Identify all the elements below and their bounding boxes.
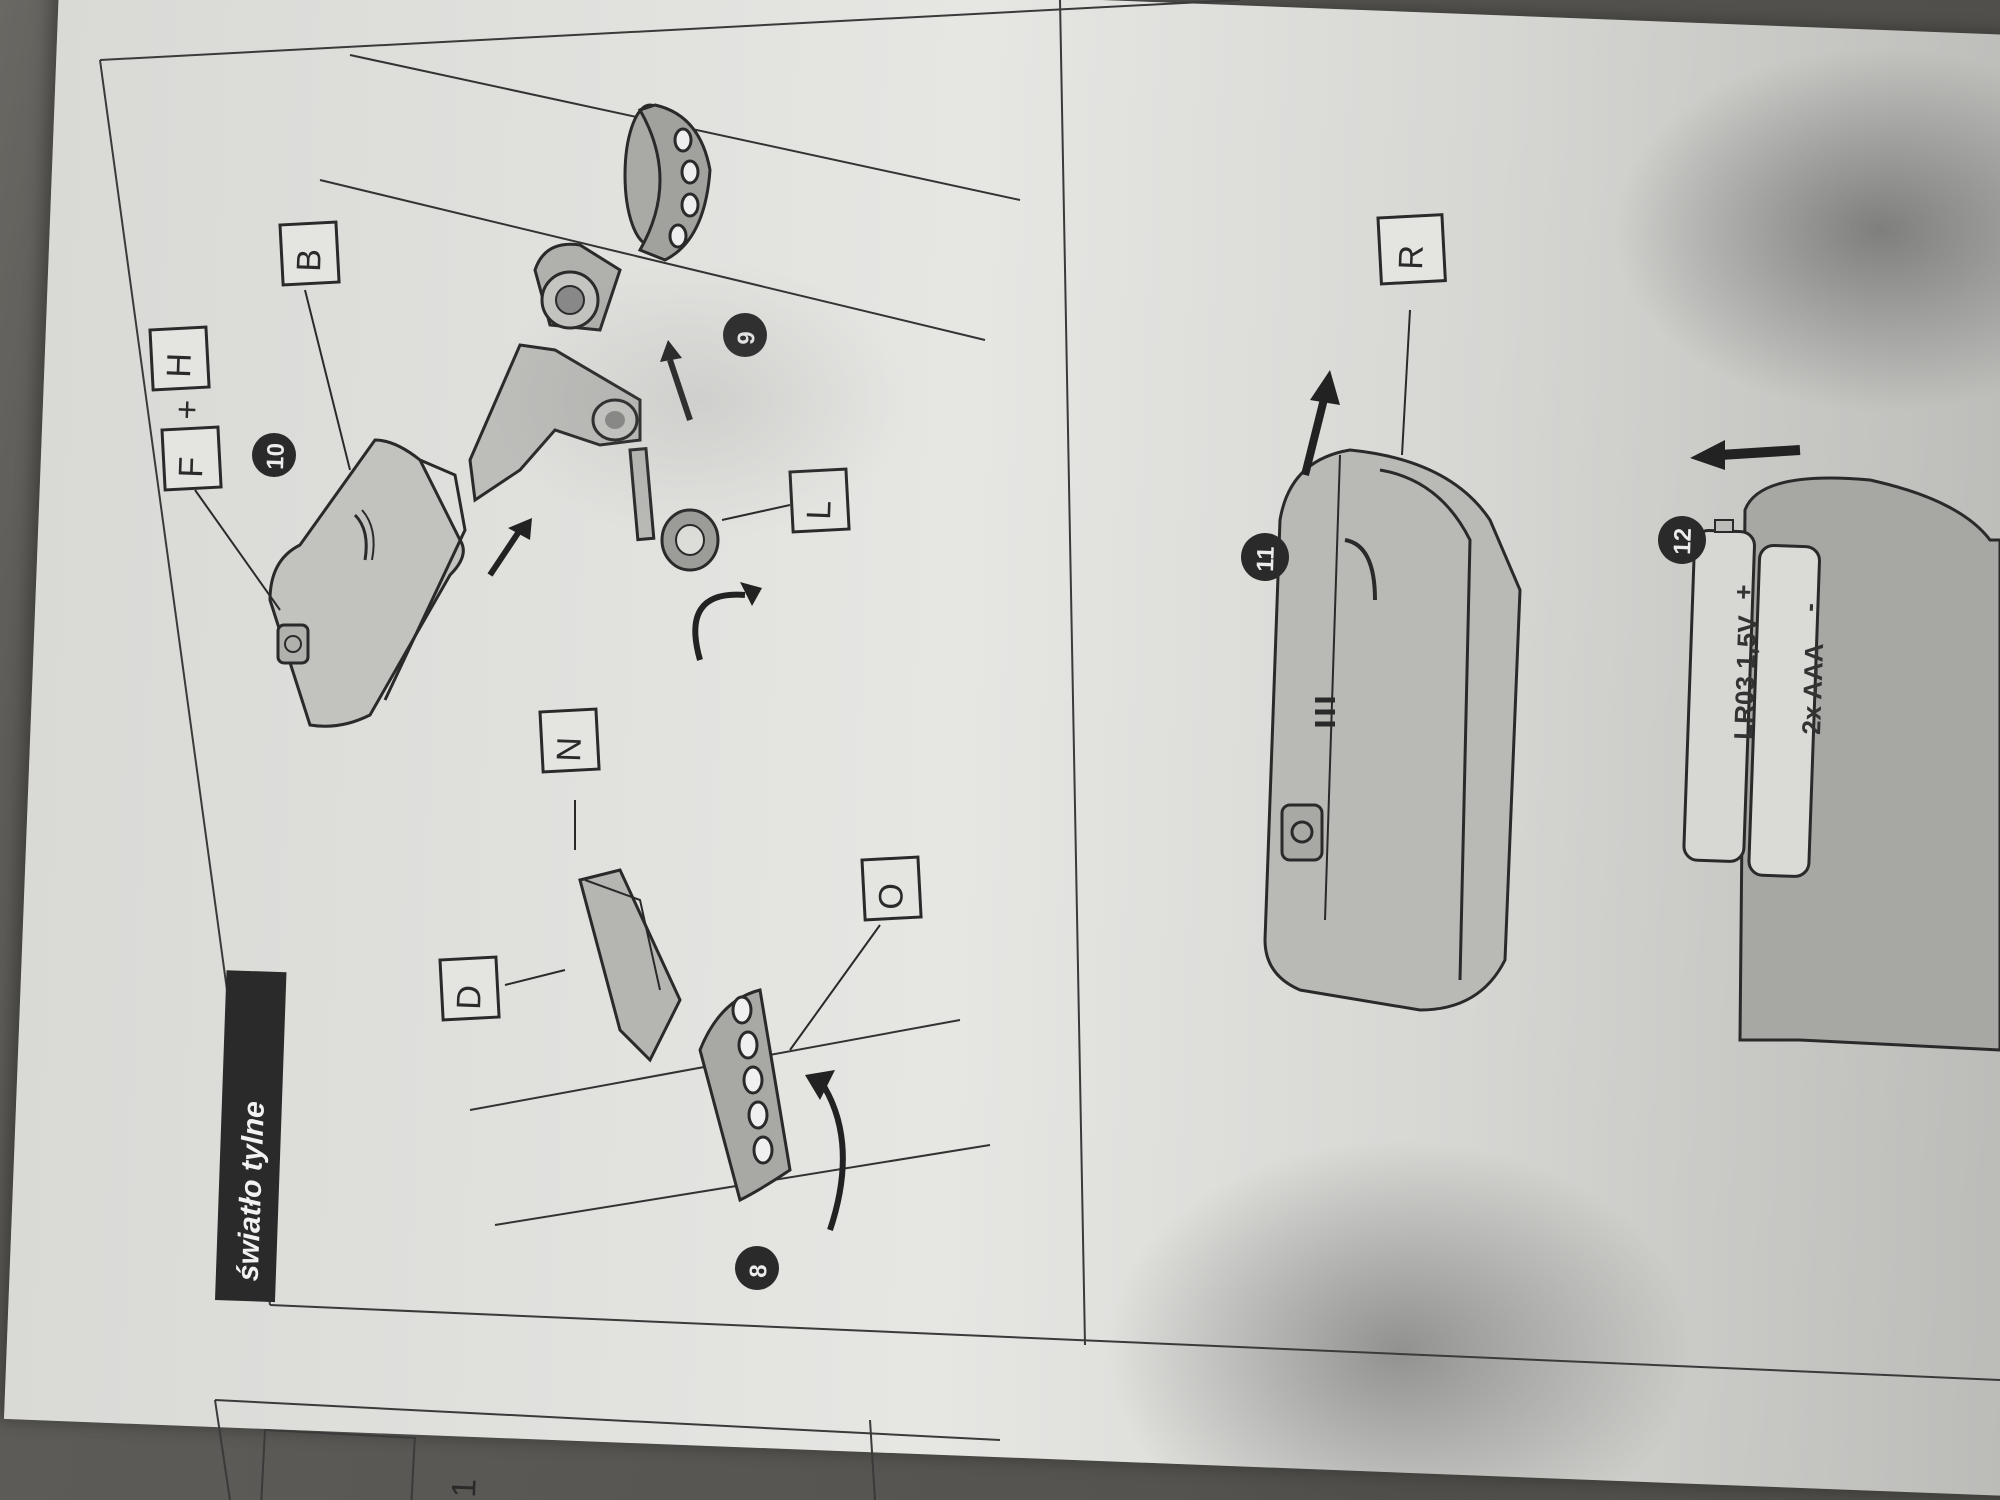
step-12-badge: 12 bbox=[1658, 516, 1706, 564]
step-10-badge: 10 bbox=[252, 433, 296, 477]
label-D: D bbox=[450, 984, 489, 1010]
step-11-badge: 11 bbox=[1241, 533, 1289, 581]
battery-plus: + bbox=[1728, 584, 1759, 600]
label-F-box: F bbox=[160, 425, 223, 492]
step-10-number: 10 bbox=[262, 443, 290, 471]
battery-type: LR03 1,5V bbox=[1728, 614, 1762, 740]
label-B: B bbox=[290, 248, 329, 272]
label-L-box: L bbox=[788, 467, 851, 534]
label-O-box: O bbox=[860, 855, 923, 922]
label-B-box: B bbox=[278, 220, 341, 287]
battery-minus: - bbox=[1794, 602, 1824, 612]
label-H: H bbox=[160, 352, 199, 378]
label-F: F bbox=[172, 456, 211, 478]
step-9-number: 9 bbox=[733, 331, 760, 345]
step-12-illustration bbox=[1682, 440, 2000, 1052]
step-9-badge: 9 bbox=[723, 313, 767, 357]
step-11-illustration bbox=[1263, 309, 1522, 1012]
section-title-badge: światło tylne bbox=[215, 970, 287, 1303]
label-L: L bbox=[800, 500, 839, 520]
label-plus: + bbox=[168, 399, 207, 420]
step-12-number: 12 bbox=[1669, 528, 1697, 556]
label-N-box: N bbox=[538, 707, 601, 774]
label-D-box: D bbox=[438, 955, 501, 1022]
label-O: O bbox=[872, 883, 911, 911]
step-10-illustration bbox=[194, 289, 467, 728]
label-H-box: H bbox=[148, 325, 211, 392]
label-R: R bbox=[1392, 244, 1431, 270]
next-section-frame bbox=[214, 1399, 1001, 1500]
battery-count: 2x AAA bbox=[1796, 642, 1829, 735]
step-11-number: 11 bbox=[1252, 546, 1280, 572]
label-N: N bbox=[550, 736, 589, 762]
edge-fragment-label: 1 bbox=[445, 1478, 484, 1498]
section-title: światło tylne bbox=[232, 1101, 271, 1282]
label-R-box: R bbox=[1376, 213, 1447, 286]
step-8-badge: 8 bbox=[735, 1246, 779, 1290]
step-8-number: 8 bbox=[745, 1264, 772, 1278]
